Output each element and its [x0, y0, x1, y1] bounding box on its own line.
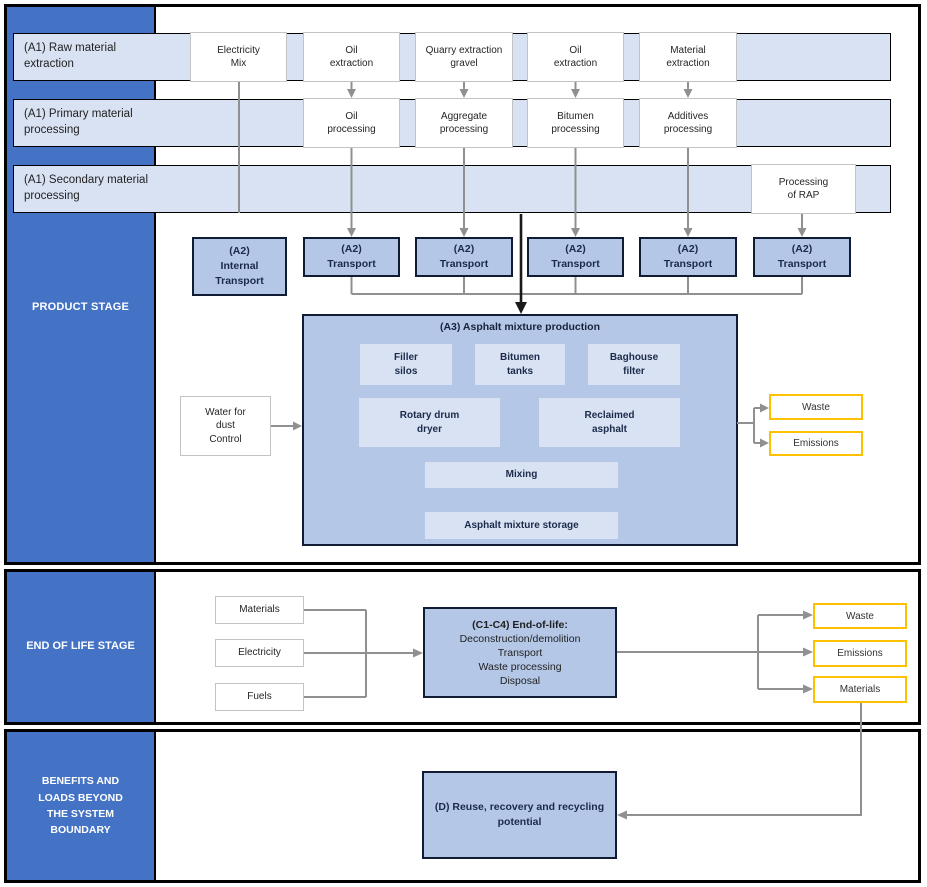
box-emissions-product-stage: Emissions: [769, 431, 863, 456]
box-oil-processing: Oil processing: [303, 98, 400, 148]
box-waste-eol: Waste: [813, 603, 907, 629]
c-box-line: Waste processing: [478, 660, 562, 673]
box-rotary-drum-dryer: Rotary drum dryer: [359, 398, 500, 447]
box-transport-5: (A2) Transport: [753, 237, 851, 277]
c-box-line: Disposal: [499, 674, 541, 687]
box-internal-transport: (A2) Internal Transport: [192, 237, 287, 296]
box-materials-eol: Materials: [813, 676, 907, 703]
box-end-of-life-process: (C1-C4) End-of-life: Deconstruction/demo…: [423, 607, 617, 698]
box-transport-4: (A2) Transport: [639, 237, 737, 277]
box-bitumen-tanks: Bitumen tanks: [475, 344, 565, 385]
box-transport-2: (A2) Transport: [415, 237, 513, 277]
box-waste-product-stage: Waste: [769, 394, 863, 420]
row-label: (A1) Primary material processing: [24, 108, 133, 136]
end-of-life-stage-frame: END OF LIFE STAGE: [4, 569, 921, 725]
box-transport-3: (A2) Transport: [527, 237, 624, 277]
benefits-stage-label: BENEFITS AND LOADS BEYOND THE SYSTEM BOU…: [38, 775, 123, 837]
box-oil-extraction-1: Oil extraction: [303, 32, 400, 82]
benefits-sidebar: BENEFITS AND LOADS BEYOND THE SYSTEM BOU…: [7, 732, 156, 880]
box-electricity-mix: Electricity Mix: [190, 32, 287, 82]
row-secondary-material-processing: (A1) Secondary material processing: [13, 165, 891, 213]
box-reclaimed-asphalt: Reclaimed asphalt: [539, 398, 680, 447]
box-baghouse-filter: Baghouse filter: [588, 344, 680, 385]
box-reuse-recovery-recycling: (D) Reuse, recovery and recycling potent…: [422, 771, 617, 859]
box-emissions-eol: Emissions: [813, 640, 907, 667]
end-of-life-sidebar: END OF LIFE STAGE: [7, 572, 156, 722]
box-materials-input: Materials: [215, 596, 304, 624]
box-transport-1: (A2) Transport: [303, 237, 400, 277]
box-filler-silos: Filler silos: [360, 344, 452, 385]
box-material-extraction: Material extraction: [639, 32, 737, 82]
box-oil-extraction-2: Oil extraction: [527, 32, 624, 82]
box-asphalt-mixture-storage: Asphalt mixture storage: [425, 512, 618, 539]
box-quarry-extraction-gravel: Quarry extraction gravel: [415, 32, 513, 82]
box-aggregate-processing: Aggregate processing: [415, 98, 513, 148]
row-label: (A1) Raw material extraction: [24, 42, 117, 70]
box-bitumen-processing: Bitumen processing: [527, 98, 624, 148]
box-fuels-input: Fuels: [215, 683, 304, 711]
c-box-title: (C1-C4) End-of-life:: [472, 618, 568, 631]
row-label: (A1) Secondary material processing: [24, 174, 148, 202]
end-of-life-stage-label: END OF LIFE STAGE: [26, 640, 135, 653]
box-processing-of-rap: Processing of RAP: [751, 164, 856, 214]
product-stage-sidebar: PRODUCT STAGE: [7, 7, 156, 562]
box-asphalt-mixture-production: (A3) Asphalt mixture production Filler s…: [302, 314, 738, 546]
c-box-line: Transport: [497, 646, 543, 659]
c-box-line: Deconstruction/demolition: [459, 632, 581, 645]
a3-title: (A3) Asphalt mixture production: [439, 321, 601, 333]
product-stage-label: PRODUCT STAGE: [31, 301, 130, 313]
box-mixing: Mixing: [425, 462, 618, 488]
box-additives-processing: Additives processing: [639, 98, 737, 148]
box-electricity-input: Electricity: [215, 639, 304, 667]
box-water-for-dust-control: Water for dust Control: [180, 396, 271, 456]
